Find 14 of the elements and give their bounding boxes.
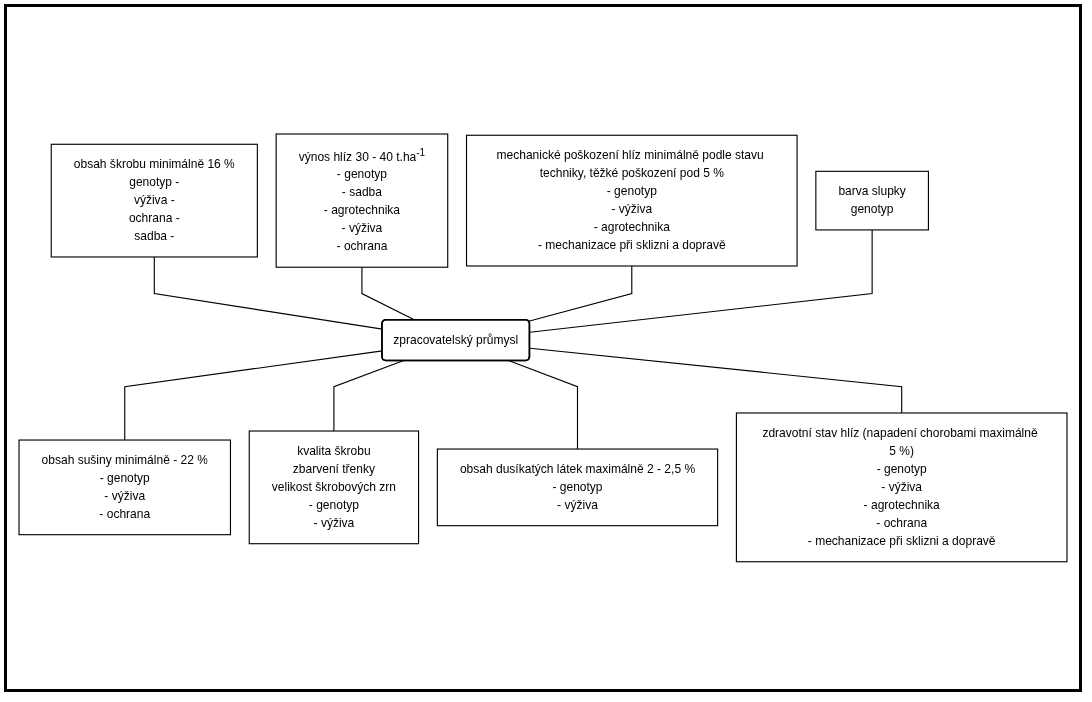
node-box (275, 133, 449, 268)
connector (529, 229, 873, 333)
diagram-frame: obsah škrobu minimálně 16 % genotyp - výživa - ochrana - sadba - výnos hlíz 30 - 40 t.ha$^{-1}$ - genotyp - sadba - agrotechnika - výživa - ochrana mechanické poškození hlíz minimálně podle stavu techniky, těžké poškození pod 5 % - genotyp - výživa - agrotechnika - mechanizace při sklizni a dopravě barva slupky genotyp zpracovatelský průmysl obsah sušiny minimálně - 22 % - genotyp - výživa - ochrana kvalita škrobu zbarvení třenky velikost škrobových zrn - genotyp - výživa obsah dusíkatých látek maximálně 2 - 2,5 % - genotyp - výživa zdravotní stav hlíz (napadení chorobami maximálně 5 %) - genotyp - výživa - agrotechnika - ochrana - mechanizace při sklizni a dopravě (4, 4, 1082, 692)
node-box (465, 134, 798, 267)
connector (529, 347, 903, 414)
node-box (50, 143, 258, 258)
node-box (248, 430, 420, 545)
node-box (436, 448, 719, 527)
node-box (18, 439, 232, 536)
node-box (815, 170, 929, 231)
connector (508, 360, 579, 450)
node-box (735, 412, 1068, 563)
connector (333, 360, 404, 432)
connector (528, 265, 633, 322)
